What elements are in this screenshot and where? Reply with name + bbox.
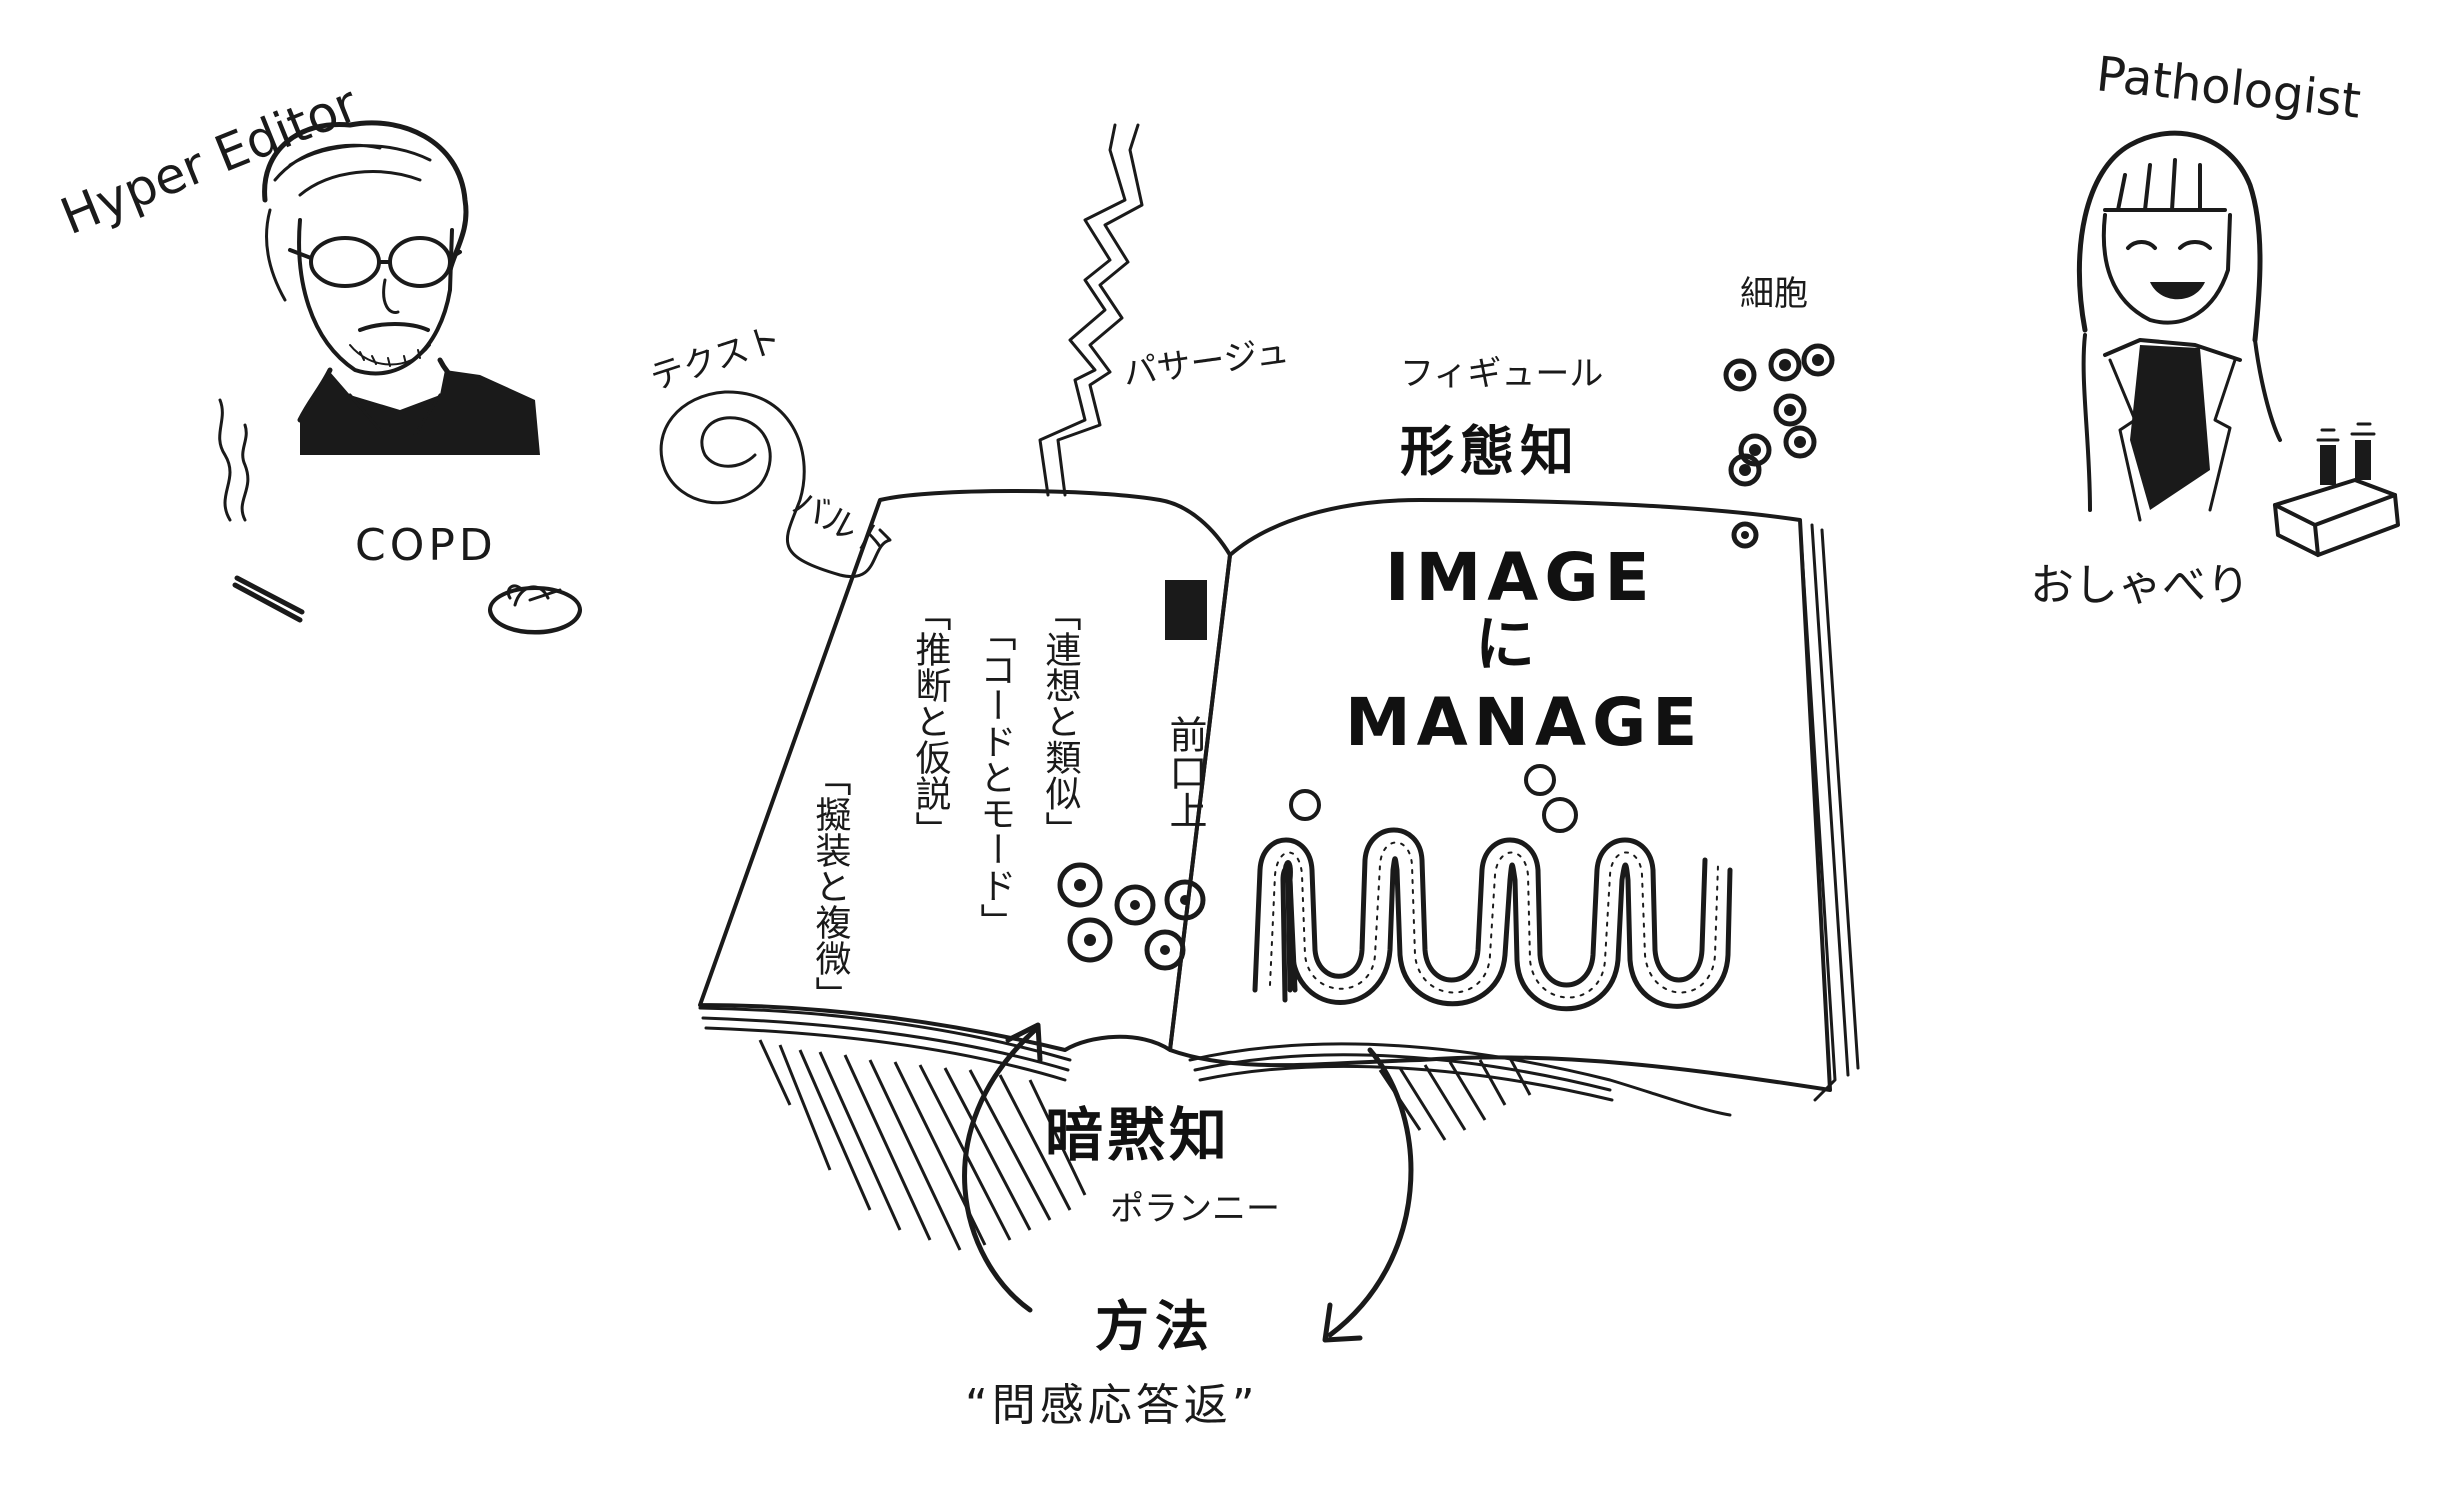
editor-portrait-icon [262, 120, 540, 455]
left-page-line-3: 「推断と仮説」 [910, 595, 952, 847]
talkative-label: おしゃべり [2030, 560, 2250, 611]
left-page-text: 「連想と類似」 「コードとモード」 「推断と仮説」 「擬装と複微」 [810, 595, 1082, 1012]
morph-knowledge-label: 形態知 [1400, 420, 1580, 483]
page-hole-icon [1731, 521, 1759, 549]
method-label: 方法 [1095, 1295, 1215, 1358]
left-page-line-1: 「連想と類似」 [1040, 595, 1082, 847]
cells-cluster-icon [1723, 343, 1835, 487]
passage-zigzag: パサージュ [1038, 123, 1292, 497]
cycle-arrows [962, 1022, 1414, 1343]
hyper-editor-figure: Hyper Editor [53, 75, 582, 635]
villi-pattern-icon [1252, 827, 1733, 1012]
polanyi-label: ポランニー [1110, 1189, 1280, 1229]
figure-label: フィギュール [1400, 354, 1603, 394]
cell-label: 細胞 [1740, 274, 1808, 314]
specimen-box-icon [2273, 422, 2400, 557]
pathologist-figure: Pathologist おしゃべり [2030, 46, 2400, 611]
book-title-image: IMAGE [1385, 539, 1656, 616]
cigarette-icon [218, 398, 305, 623]
book-title-ni: に [1475, 610, 1535, 680]
left-page-line-2: 「コードとモード」 [975, 615, 1017, 939]
barthes-label: バルト [786, 483, 895, 566]
ashtray-icon [488, 584, 582, 635]
left-page-flowers-icon [1057, 862, 1206, 971]
tacit-knowledge-label: 暗黙知 [1045, 1101, 1231, 1169]
hyper-editor-label: Hyper Editor [53, 75, 366, 247]
left-page-line-4: 「擬装と複微」 [810, 760, 852, 1012]
text-spiral: テクスト バルト [645, 319, 895, 579]
pathologist-portrait-icon [2076, 130, 2282, 522]
copd-label: COPD [355, 520, 497, 571]
seal-stamp-icon [1165, 580, 1207, 640]
passage-label: パサージュ [1121, 331, 1292, 394]
text-label: テクスト [645, 319, 786, 399]
open-book: 「連想と類似」 「コードとモード」 「推断と仮説」 「擬装と複微」 前口上 IM… [698, 489, 1860, 1251]
method-subtitle: “問感応答返” [965, 1380, 1259, 1431]
right-page-flowers-icon [1289, 764, 1578, 833]
pathologist-label: Pathologist [2094, 46, 2364, 129]
preface-label: 前口上 [1163, 715, 1207, 829]
book-title-manage: MANAGE [1345, 684, 1703, 761]
